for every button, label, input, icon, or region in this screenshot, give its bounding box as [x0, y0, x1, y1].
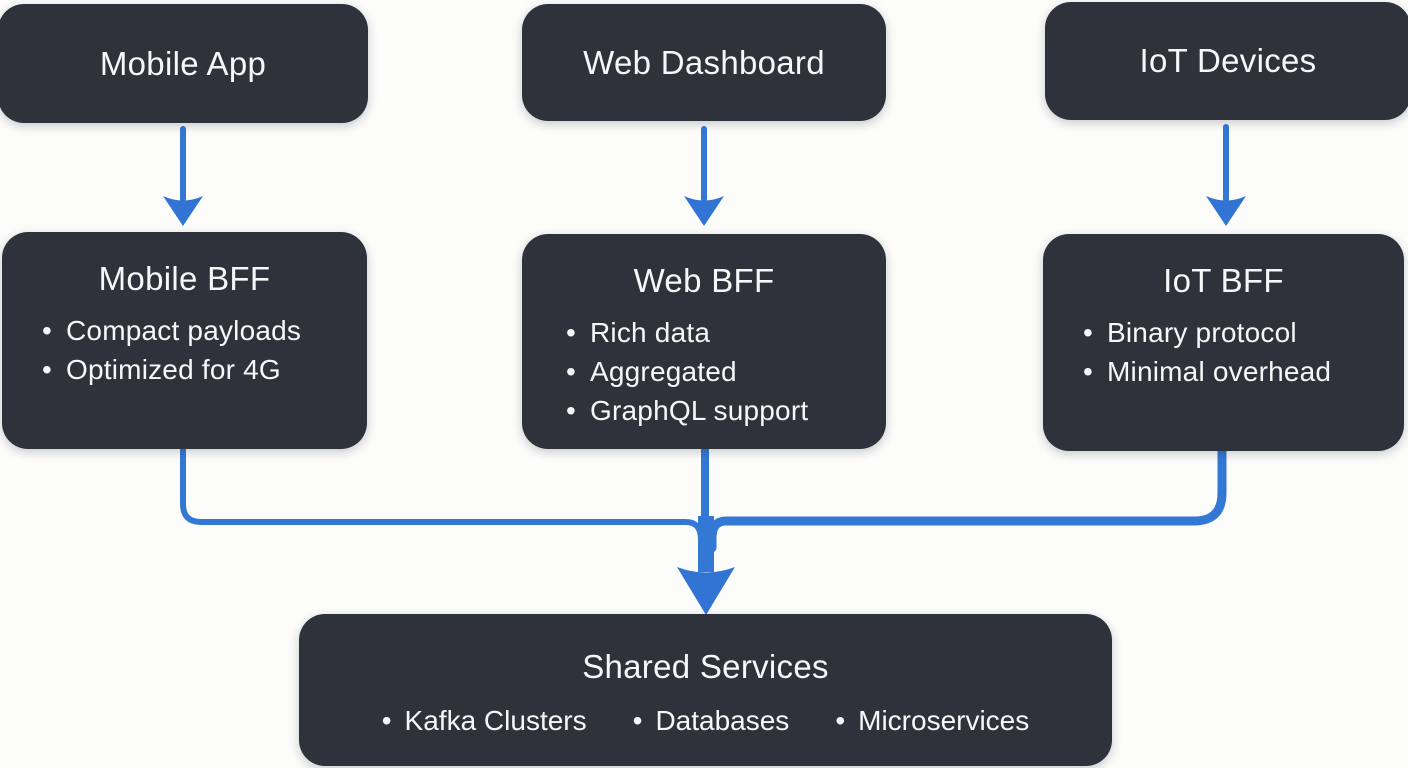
bullet-item: Compact payloads: [42, 311, 367, 350]
node-shared-services: Shared Services Kafka Clusters Databases…: [299, 614, 1112, 766]
arrow-web-dashboard-to-web-bff: [684, 126, 724, 226]
bullet-item: Binary protocol: [1083, 313, 1404, 352]
bullet-item: Aggregated: [566, 352, 886, 391]
bullet-row: Kafka Clusters Databases Microservices: [299, 701, 1112, 740]
connector-mobile-bff-to-shared-services: [180, 447, 704, 551]
bullet-item: Rich data: [566, 313, 886, 352]
bullet-item: Databases: [633, 701, 789, 740]
node-title: Mobile BFF: [98, 260, 271, 297]
node-title: Web Dashboard: [583, 43, 825, 81]
node-title: Shared Services: [582, 648, 829, 685]
bullet-item: Kafka Clusters: [382, 701, 587, 740]
bullet-list: Compact payloads Optimized for 4G: [2, 311, 367, 389]
bullet-list: Rich data Aggregated GraphQL support: [522, 313, 886, 430]
node-iot-bff: IoT BFF Binary protocol Minimal overhead: [1043, 234, 1404, 451]
node-web-dashboard: Web Dashboard: [522, 4, 886, 121]
arrow-iot-devices-to-iot-bff: [1206, 124, 1246, 226]
connector-iot-bff-to-shared-services: [707, 445, 1227, 553]
bullet-list: Binary protocol Minimal overhead: [1043, 313, 1404, 391]
bullet-item: Minimal overhead: [1083, 352, 1404, 391]
bullet-item: Optimized for 4G: [42, 350, 367, 389]
node-title: IoT BFF: [1163, 262, 1284, 299]
node-title: Web BFF: [633, 262, 775, 299]
arrow-mobile-app-to-mobile-bff: [163, 126, 203, 226]
node-title: Mobile App: [99, 44, 267, 82]
bullet-item: GraphQL support: [566, 391, 886, 430]
node-mobile-bff: Mobile BFF Compact payloads Optimized fo…: [2, 232, 367, 449]
bullet-item: Microservices: [835, 701, 1029, 740]
node-title: IoT Devices: [1139, 42, 1317, 79]
node-mobile-app: Mobile App: [0, 4, 368, 123]
node-iot-devices: IoT Devices: [1045, 2, 1408, 120]
node-web-bff: Web BFF Rich data Aggregated GraphQL sup…: [522, 234, 886, 449]
merged-arrow-into-shared-services: [677, 516, 735, 615]
